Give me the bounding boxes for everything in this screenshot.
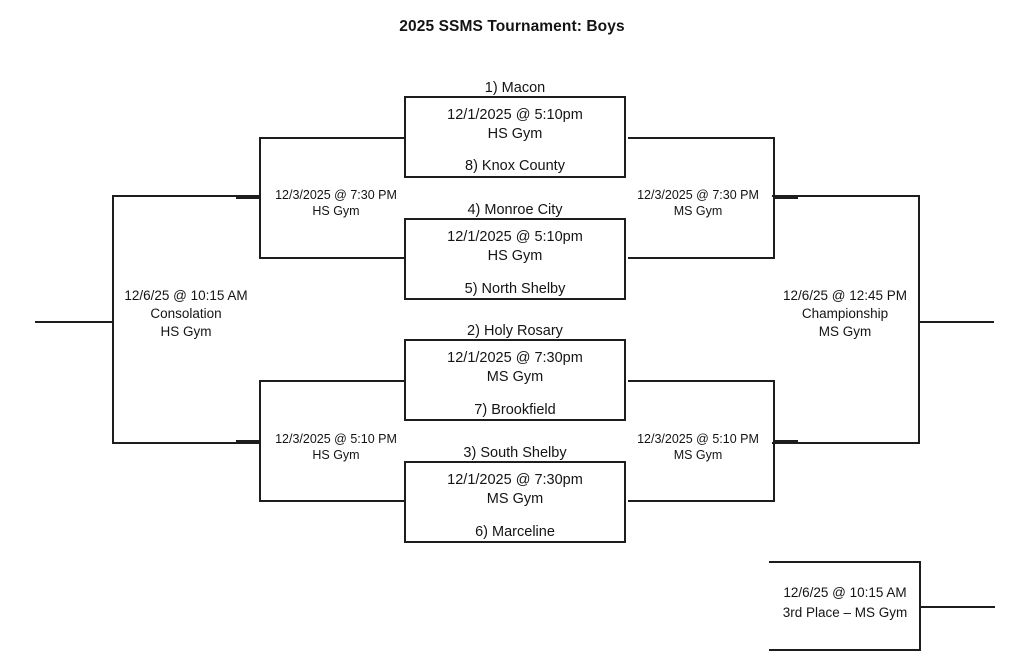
semifinal-2-feed-line <box>773 197 798 199</box>
semifinal-3-top-arm <box>259 380 407 382</box>
game-2-box <box>404 218 626 300</box>
championship-winner-line <box>918 321 994 323</box>
semifinal-2-datetime: 12/3/2025 @ 7:30 PM <box>637 188 759 202</box>
semifinal-1-label: 12/3/2025 @ 7:30 PM HS Gym <box>256 187 416 219</box>
semifinal-1-venue: HS Gym <box>312 204 360 218</box>
consolation-venue: HS Gym <box>160 324 212 339</box>
semifinal-2-venue: MS Gym <box>673 204 723 218</box>
semifinal-1-bottom-arm <box>259 257 407 259</box>
championship-datetime: 12/6/25 @ 12:45 PM <box>782 288 908 303</box>
game-1-box <box>404 96 626 178</box>
game-3-box <box>404 339 626 421</box>
game-1-top-team: 1) Macon <box>484 80 546 96</box>
game-4-box <box>404 461 626 543</box>
page-title: 2025 SSMS Tournament: Boys <box>399 18 625 35</box>
consolation-datetime: 12/6/25 @ 10:15 AM <box>124 288 248 303</box>
semifinal-2-top-arm <box>628 137 775 139</box>
game-3-venue: MS Gym <box>486 368 544 385</box>
semifinal-2-label: 12/3/2025 @ 7:30 PM MS Gym <box>618 187 778 219</box>
third-place-datetime: 12/6/25 @ 10:15 AM <box>783 585 907 600</box>
game-4-top-team: 3) South Shelby <box>463 445 567 461</box>
championship-vertical-connector <box>918 195 920 442</box>
semifinal-1-datetime: 12/3/2025 @ 7:30 PM <box>275 188 397 202</box>
game-4-details: 12/1/2025 @ 7:30pm MS Gym <box>404 471 626 508</box>
championship-name: Championship <box>801 306 889 321</box>
semifinal-3-label: 12/3/2025 @ 5:10 PM HS Gym <box>256 431 416 463</box>
consolation-name: Consolation <box>150 306 222 321</box>
consolation-vertical-connector <box>112 195 114 442</box>
semifinal-4-datetime: 12/3/2025 @ 5:10 PM <box>637 432 759 446</box>
semifinal-3-feed-line <box>236 440 261 442</box>
game-2-venue: HS Gym <box>487 247 543 264</box>
game-3-datetime: 12/1/2025 @ 7:30pm <box>447 350 583 366</box>
consolation-bottom-arm <box>112 442 260 444</box>
game-1-datetime: 12/1/2025 @ 5:10pm <box>447 107 583 123</box>
semifinal-4-top-arm <box>628 380 775 382</box>
consolation-label: 12/6/25 @ 10:15 AM Consolation HS Gym <box>96 287 276 341</box>
semifinal-2-bottom-arm <box>628 257 775 259</box>
game-4-datetime: 12/1/2025 @ 7:30pm <box>447 472 583 488</box>
game-2-bottom-team: 5) North Shelby <box>464 281 566 297</box>
championship-venue: MS Gym <box>818 324 872 339</box>
championship-top-arm <box>772 195 920 197</box>
third-place-name: 3rd Place – MS Gym <box>782 605 908 620</box>
semifinal-1-top-arm <box>259 137 407 139</box>
championship-bottom-arm <box>772 442 920 444</box>
semifinal-4-feed-line <box>773 440 798 442</box>
third-place-label: 12/6/25 @ 10:15 AM 3rd Place – MS Gym <box>769 583 921 623</box>
semifinal-1-feed-line <box>236 197 261 199</box>
consolation-top-arm <box>112 195 260 197</box>
game-4-bottom-team: 6) Marceline <box>475 524 555 540</box>
game-3-top-team: 2) Holy Rosary <box>467 323 563 339</box>
semifinal-4-venue: MS Gym <box>673 448 723 462</box>
game-1-bottom-team: 8) Knox County <box>465 158 565 174</box>
semifinal-4-label: 12/3/2025 @ 5:10 PM MS Gym <box>618 431 778 463</box>
game-3-bottom-team: 7) Brookfield <box>474 402 556 418</box>
game-2-datetime: 12/1/2025 @ 5:10pm <box>447 229 583 245</box>
game-4-venue: MS Gym <box>486 490 544 507</box>
semifinal-4-bottom-arm <box>628 500 775 502</box>
semifinal-3-datetime: 12/3/2025 @ 5:10 PM <box>275 432 397 446</box>
game-2-details: 12/1/2025 @ 5:10pm HS Gym <box>404 228 626 265</box>
semifinal-3-bottom-arm <box>259 500 407 502</box>
third-place-box <box>769 561 921 651</box>
championship-label: 12/6/25 @ 12:45 PM Championship MS Gym <box>755 287 935 341</box>
semifinal-3-venue: HS Gym <box>312 448 360 462</box>
game-2-top-team: 4) Monroe City <box>467 202 563 218</box>
game-3-details: 12/1/2025 @ 7:30pm MS Gym <box>404 349 626 386</box>
third-place-winner-line <box>919 606 995 608</box>
consolation-winner-line <box>35 321 114 323</box>
game-1-details: 12/1/2025 @ 5:10pm HS Gym <box>404 106 626 143</box>
game-1-venue: HS Gym <box>487 125 543 142</box>
